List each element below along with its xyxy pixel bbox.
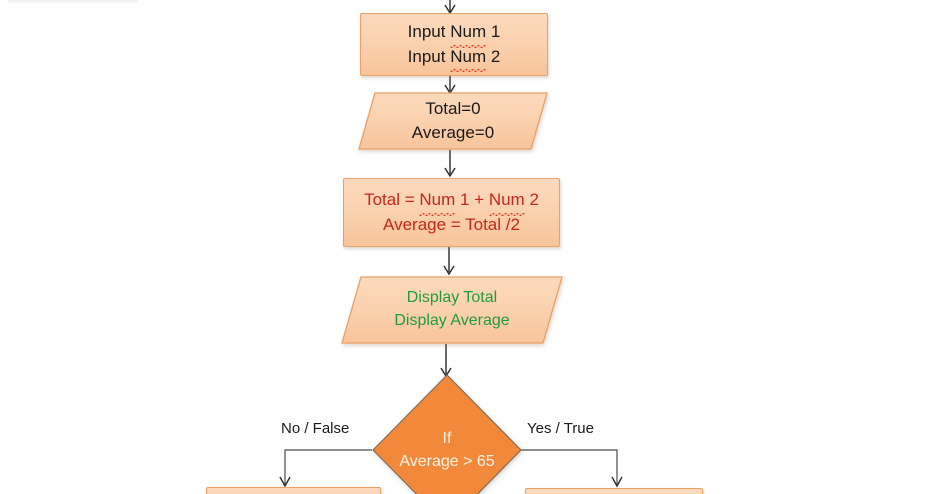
node-decision[interactable]: If Average > 65 (372, 374, 522, 494)
spellcheck-word: Num (450, 20, 486, 48)
node-calc[interactable]: Total = Num 1 + Num 2 Average = Total /2 (343, 178, 560, 247)
node-branch-no[interactable] (206, 487, 381, 494)
node-input-line-1: Input Num 1 (408, 20, 500, 48)
branch-label-no: No / False (281, 420, 350, 437)
node-input[interactable]: Input Num 1 Input Num 2 (360, 13, 548, 76)
spellcheck-word: Num (488, 188, 525, 216)
parallelogram-shape (358, 92, 548, 150)
node-init-line-1: Total=0 (425, 98, 481, 118)
arrowhead-calc-to-display (443, 265, 455, 276)
node-input-line-2: Input Num 2 (408, 45, 500, 72)
connector-decision-to-yes (521, 449, 618, 484)
diamond-shape (372, 374, 522, 494)
node-display-line-2: Display Average (394, 312, 510, 329)
node-display[interactable]: Display Total Display Average (341, 276, 563, 344)
arrowhead-top-to-input (444, 4, 456, 15)
arrowhead-init-to-calc (444, 167, 456, 178)
node-display-line-1: Display Total (406, 289, 498, 307)
node-init-line-2: Average=0 (411, 123, 495, 142)
node-calc-line-1: Total = Num 1 + Num 2 (364, 188, 539, 216)
node-branch-yes[interactable] (525, 488, 703, 494)
parallelogram-shape (341, 276, 563, 344)
branch-label-yes: Yes / True (527, 420, 594, 437)
arrowhead-decision-to-no (279, 476, 291, 488)
connector-decision-to-no (284, 449, 372, 484)
image-artifact-smudge (8, 0, 138, 4)
node-calc-line-2: Average = Total /2 (383, 214, 520, 234)
spellcheck-word: Num (419, 188, 455, 216)
arrowhead-decision-to-yes (611, 476, 623, 488)
node-init[interactable]: Total=0 Average=0 (358, 92, 548, 150)
spellcheck-word: Num (450, 45, 486, 72)
